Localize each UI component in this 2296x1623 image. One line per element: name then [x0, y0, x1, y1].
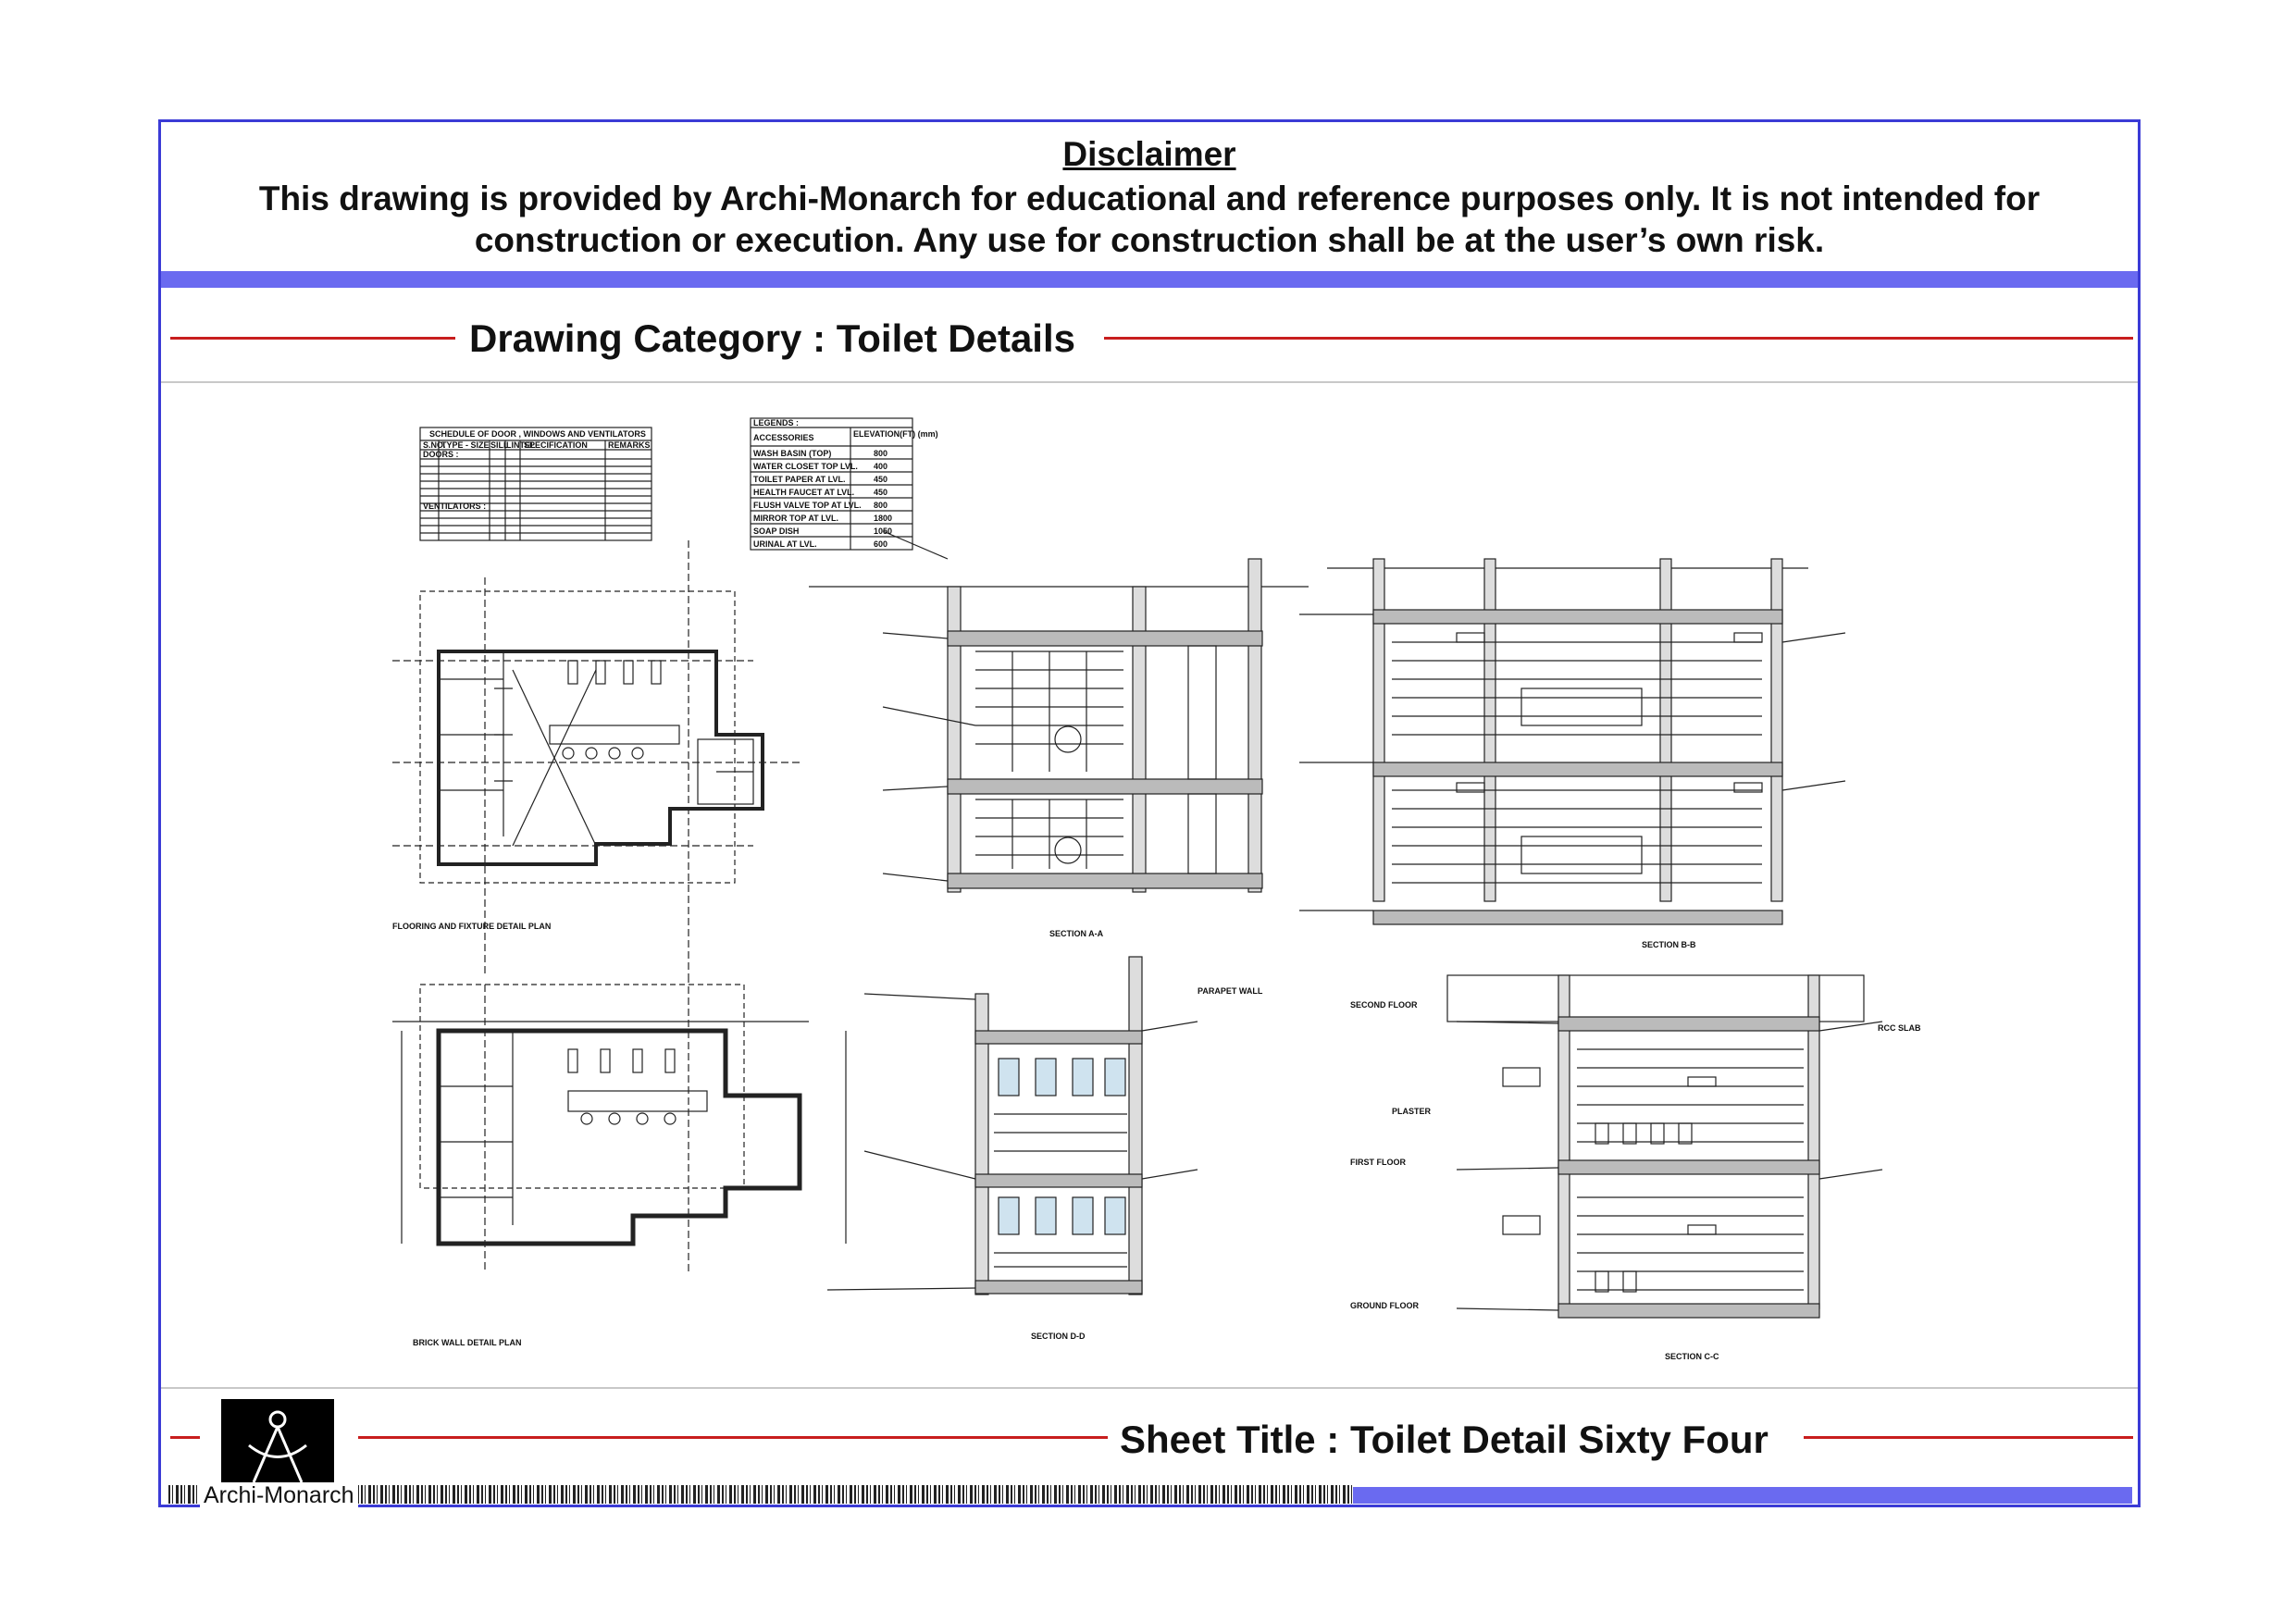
disclaimer-line-1: This drawing is provided by Archi-Monarc… [258, 180, 2041, 217]
brand-name: Archi-Monarch [200, 1482, 358, 1509]
section-dd-drawing [826, 956, 1198, 1295]
schedule-title: SCHEDULE OF DOOR , WINDOWS AND VENTILATO… [429, 429, 646, 439]
note-parapet-wall: PARAPET WALL [1198, 986, 1263, 996]
category-divider [161, 381, 2138, 383]
legend-row-value: 450 [874, 475, 887, 484]
schedule-table [419, 427, 652, 541]
disclaimer-line-2: construction or execution. Any use for c… [474, 221, 1825, 259]
legend-header-elevation: ELEVATION(FT) (mm) [853, 429, 938, 439]
header-blue-bar [161, 271, 2138, 288]
schedule-doors-label: DOORS : [423, 450, 459, 459]
footer-rule-middle [358, 1436, 1108, 1439]
section-label-cc: SECTION C-C [1665, 1352, 1719, 1361]
legend-row-value: 600 [874, 539, 887, 549]
legend-row-value: 400 [874, 462, 887, 471]
drawing-area: SCHEDULE OF DOOR , WINDOWS AND VENTILATO… [161, 383, 2138, 1387]
schedule-header-remarks: REMARKS [608, 440, 651, 450]
footer-rule-right [1804, 1436, 2133, 1439]
drawing-sheet: Disclaimer This drawing is provided by A… [158, 119, 2141, 1509]
plan-label-brick: BRICK WALL DETAIL PLAN [413, 1338, 522, 1347]
plan-label-flooring: FLOORING AND FIXTURE DETAIL PLAN [392, 922, 551, 931]
compass-logo-icon [248, 1410, 307, 1483]
legend-row-label: WATER CLOSET TOP LVL. [753, 462, 858, 471]
legend-header-accessories: ACCESSORIES [753, 433, 814, 442]
note-first-floor: FIRST FLOOR [1350, 1158, 1406, 1167]
legend-row-value: 1800 [874, 514, 892, 523]
footer-rule-left [170, 1436, 200, 1439]
schedule-header-sill: SILL [490, 440, 509, 450]
cad-drawing: SCHEDULE OF DOOR , WINDOWS AND VENTILATO… [392, 417, 1921, 1361]
category-rule-right [1104, 337, 2133, 340]
legend-row-label: HEALTH FAUCET AT LVL. [753, 488, 854, 497]
barcode-strip [168, 1485, 1353, 1504]
section-label-dd: SECTION D-D [1031, 1332, 1086, 1341]
sheet-title: Sheet Title : Toilet Detail Sixty Four [1120, 1418, 1769, 1461]
disclaimer-text: This drawing is provided by Archi-Monarc… [217, 178, 2082, 261]
title-block: Sheet Title : Toilet Detail Sixty Four A… [161, 1390, 2138, 1509]
legend-table [750, 417, 913, 551]
flooring-fixture-plan [392, 540, 800, 975]
drawing-category: Drawing Category : Toilet Details [469, 316, 1075, 360]
note-ground-floor: GROUND FLOOR [1350, 1301, 1419, 1310]
legend-row-value: 800 [874, 501, 887, 510]
section-bb-drawing [1299, 558, 1846, 925]
section-label-bb: SECTION B-B [1642, 940, 1696, 949]
legend-row-label: URINAL AT LVL. [753, 539, 817, 549]
disclaimer-block: Disclaimer This drawing is provided by A… [161, 122, 2138, 270]
schedule-header-spec: SPECIFICATION [524, 440, 588, 450]
schedule-header-sno: S.NO. [423, 440, 446, 450]
schedule-header-type: TYPE - SIZE [441, 440, 490, 450]
section-aa-drawing [809, 530, 1309, 893]
legend-row-value: 800 [874, 449, 887, 458]
section-label-aa: SECTION A-A [1049, 929, 1104, 938]
legend-row-label: TOILET PAPER AT LVL. [753, 475, 846, 484]
note-second-floor: SECOND FLOOR [1350, 1000, 1418, 1010]
legend-row-value: 450 [874, 488, 887, 497]
footer-divider [161, 1387, 2138, 1389]
legend-row-value: 1050 [874, 527, 892, 536]
brick-wall-plan [392, 975, 847, 1271]
legend-row-label: FLUSH VALVE TOP AT LVL. [753, 501, 862, 510]
category-rule-left [170, 337, 455, 340]
legend-title: LEGENDS : [753, 418, 799, 427]
section-cc-drawing [1446, 974, 1883, 1319]
legend-row-label: MIRROR TOP AT LVL. [753, 514, 838, 523]
schedule-vent-label: VENTILATORS : [423, 502, 486, 511]
disclaimer-title: Disclaimer [1062, 135, 1236, 173]
schedule-header-lintel: LINTEL [506, 440, 536, 450]
legend-row-label: WASH BASIN (TOP) [753, 449, 831, 458]
note-rcc-slab: RCC SLAB [1878, 1023, 1921, 1033]
legend-row-label: SOAP DISH [753, 527, 799, 536]
category-row: Drawing Category : Toilet Details [161, 316, 2138, 363]
note-plaster: PLASTER [1392, 1107, 1432, 1116]
archi-monarch-logo [221, 1399, 334, 1488]
footer-blue-bar [1353, 1487, 2132, 1504]
